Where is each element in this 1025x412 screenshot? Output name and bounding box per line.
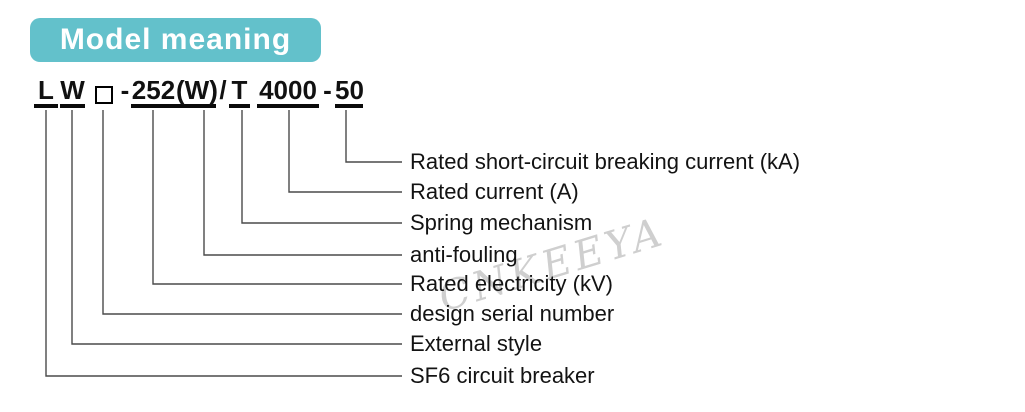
meaning-label: Spring mechanism bbox=[410, 210, 593, 235]
connector-line bbox=[71, 110, 402, 345]
meaning-label: SF6 circuit breaker bbox=[410, 363, 595, 388]
code-part: T bbox=[229, 77, 250, 108]
connector-line bbox=[45, 110, 402, 377]
connector-line bbox=[203, 110, 402, 256]
code-separator: - bbox=[120, 75, 130, 105]
connector-line bbox=[288, 110, 402, 193]
section-header-badge: Model meaning bbox=[30, 18, 321, 62]
meaning-label: Rated electricity (kV) bbox=[410, 271, 613, 296]
meaning-label: anti-fouling bbox=[410, 242, 518, 267]
code-part-square-placeholder bbox=[91, 77, 117, 108]
connector-line bbox=[241, 110, 402, 224]
meaning-label: External style bbox=[410, 331, 543, 356]
connector-line bbox=[152, 110, 402, 285]
section-title: Model meaning bbox=[59, 23, 292, 56]
connector-line bbox=[345, 110, 402, 163]
meaning-label: Rated current (A) bbox=[410, 179, 579, 204]
meaning-label: Rated short-circuit breaking current (kA… bbox=[410, 149, 801, 174]
square-placeholder-box bbox=[95, 86, 113, 104]
code-part: 252 bbox=[131, 77, 176, 108]
code-separator: / bbox=[219, 75, 227, 105]
code-part: (W) bbox=[176, 77, 218, 108]
code-part: 50 bbox=[335, 77, 364, 108]
code-separator: - bbox=[323, 75, 332, 105]
code-part: W bbox=[60, 77, 85, 108]
meaning-label: design serial number bbox=[410, 301, 615, 326]
connector-line bbox=[102, 110, 402, 315]
code-part: 4000 bbox=[257, 77, 319, 108]
code-part: L bbox=[34, 77, 58, 108]
